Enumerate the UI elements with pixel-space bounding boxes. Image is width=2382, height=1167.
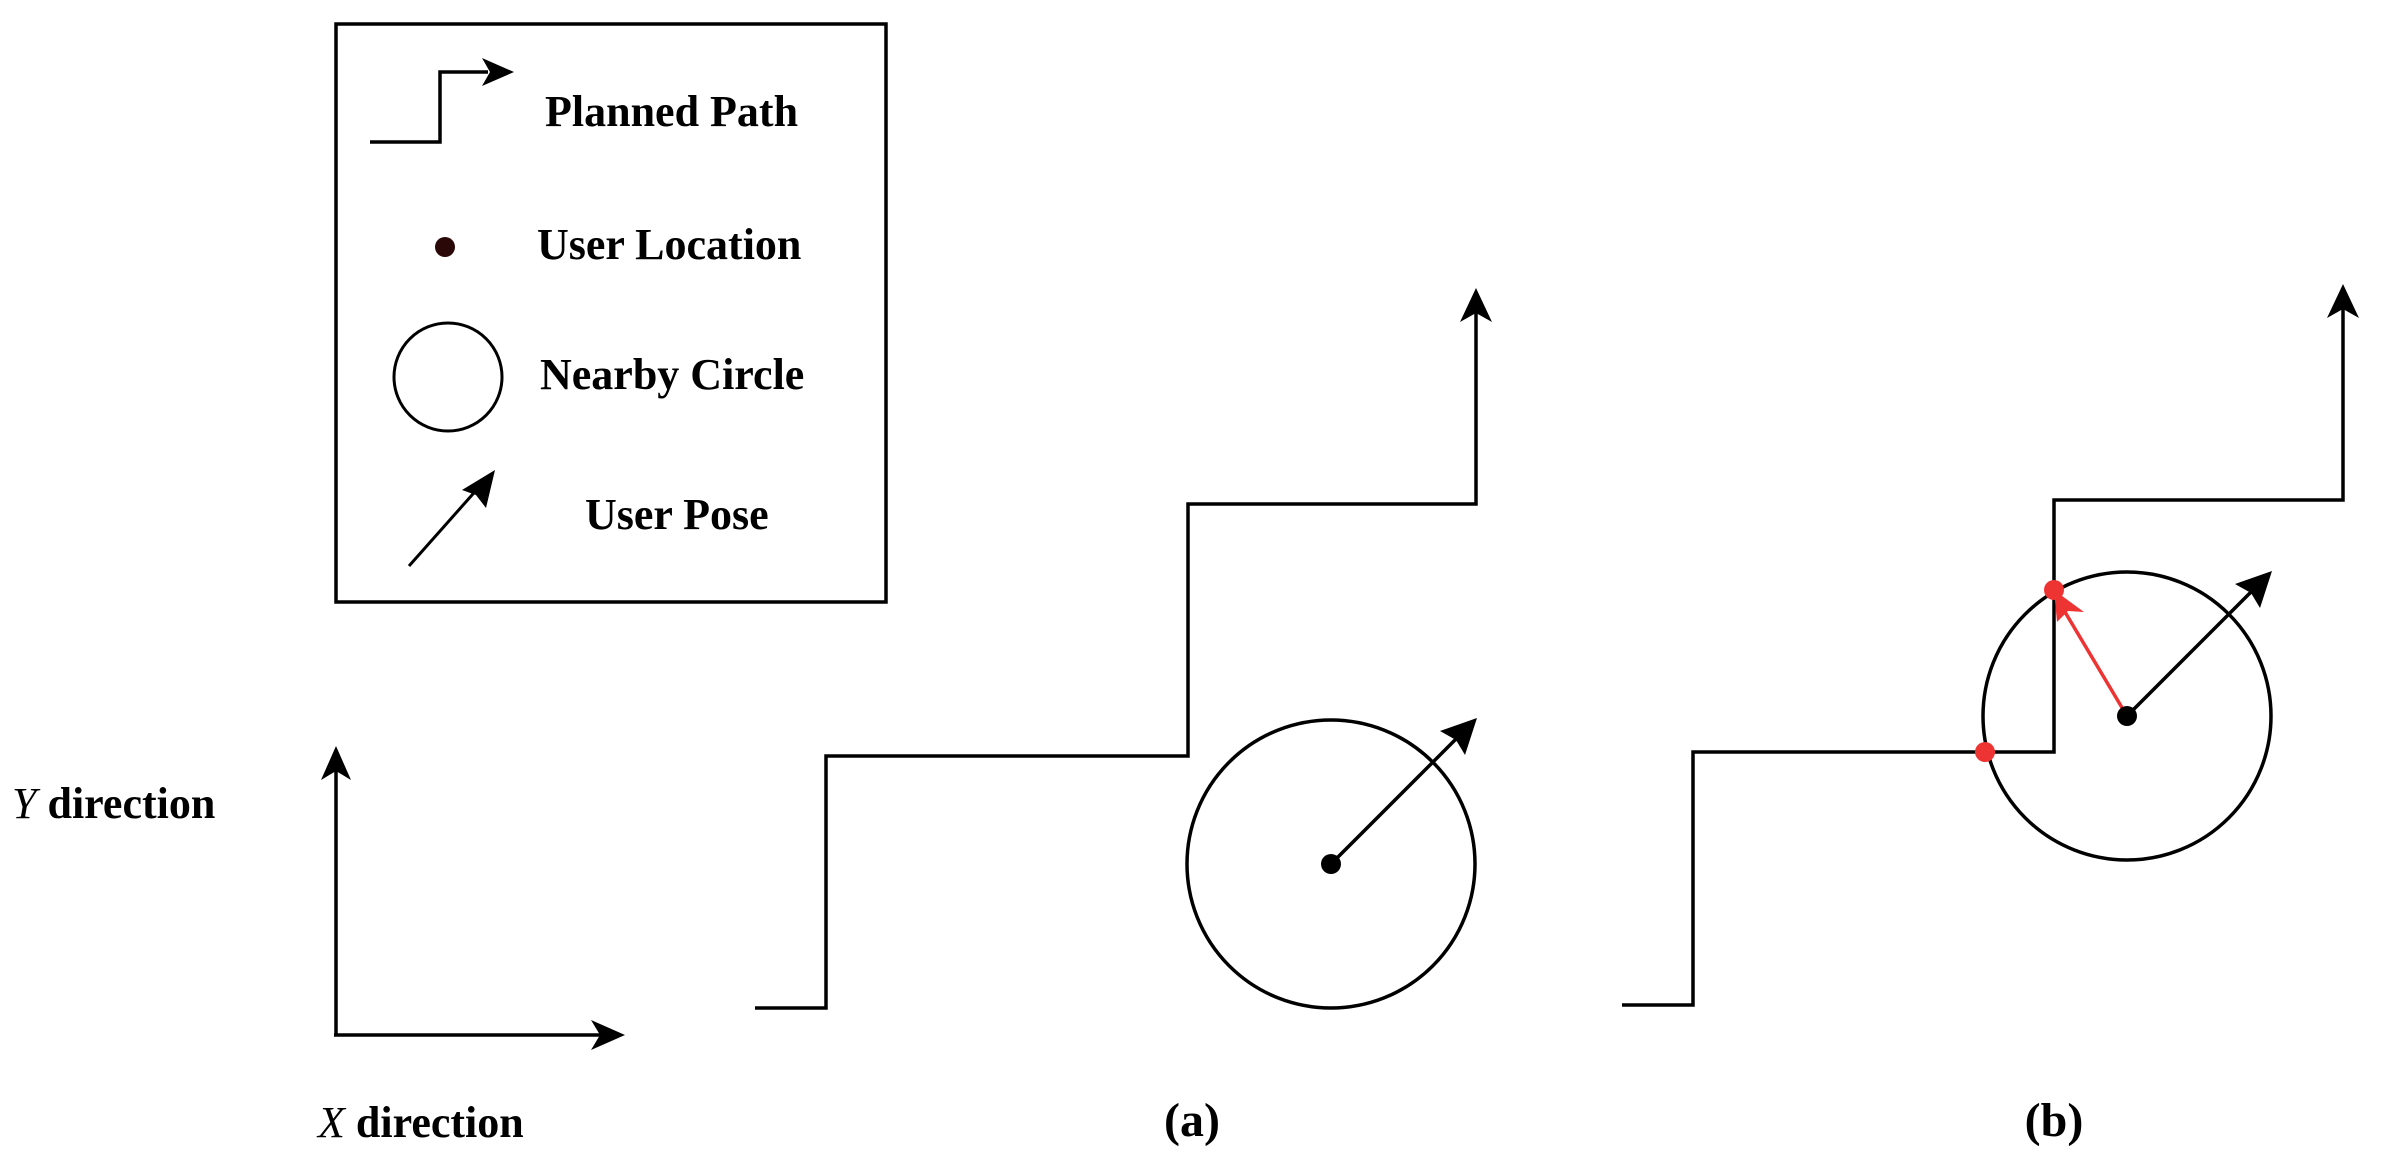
planned-path-a (755, 288, 1492, 1010)
intersection-point-upper-b (2044, 580, 2064, 600)
dot-icon (435, 237, 455, 257)
y-variable: Y (12, 779, 41, 828)
intersection-point-lower-b (1975, 742, 1995, 762)
x-variable: X (316, 1098, 347, 1147)
nearby-circle-b (1981, 570, 2273, 862)
panel-a: (a) (755, 288, 1492, 1147)
legend-item-user-location: User Location (435, 220, 801, 269)
user-pose-arrow-b (2125, 571, 2272, 718)
user-location-a (1321, 854, 1341, 874)
step-arrow-icon (370, 58, 514, 144)
nearby-circle-a (1185, 718, 1477, 1010)
panel-b: (b) (1622, 284, 2359, 1147)
legend-item-user-pose: User Pose (407, 470, 769, 567)
legend-label-user-location: User Location (537, 220, 801, 269)
legend-label-user-pose: User Pose (585, 490, 769, 539)
user-pose-arrow-a (1329, 718, 1477, 866)
legend-item-planned-path: Planned Path (370, 58, 798, 144)
panel-label-a: (a) (1164, 1094, 1220, 1147)
circle-icon (392, 321, 504, 433)
target-direction-arrow-b (2054, 590, 2129, 717)
planned-path-b (1622, 284, 2359, 1007)
y-axis-arrow (321, 746, 351, 1035)
x-axis-arrow (334, 1020, 625, 1050)
coordinate-axes: Y direction X direction (12, 746, 625, 1147)
user-location-b (2117, 706, 2137, 726)
legend-label-nearby-circle: Nearby Circle (540, 350, 804, 399)
legend-label-planned-path: Planned Path (545, 87, 798, 136)
diagonal-arrow-icon (407, 470, 495, 567)
x-direction-text: direction (345, 1098, 524, 1147)
panel-label-b: (b) (2025, 1094, 2084, 1147)
legend: Planned Path User Location Nearby Circle… (334, 22, 888, 604)
legend-box (334, 22, 888, 604)
legend-item-nearby-circle: Nearby Circle (392, 321, 804, 433)
x-direction-label: X direction (316, 1098, 524, 1147)
y-direction-text: direction (36, 779, 215, 828)
y-direction-label: Y direction (12, 779, 215, 828)
